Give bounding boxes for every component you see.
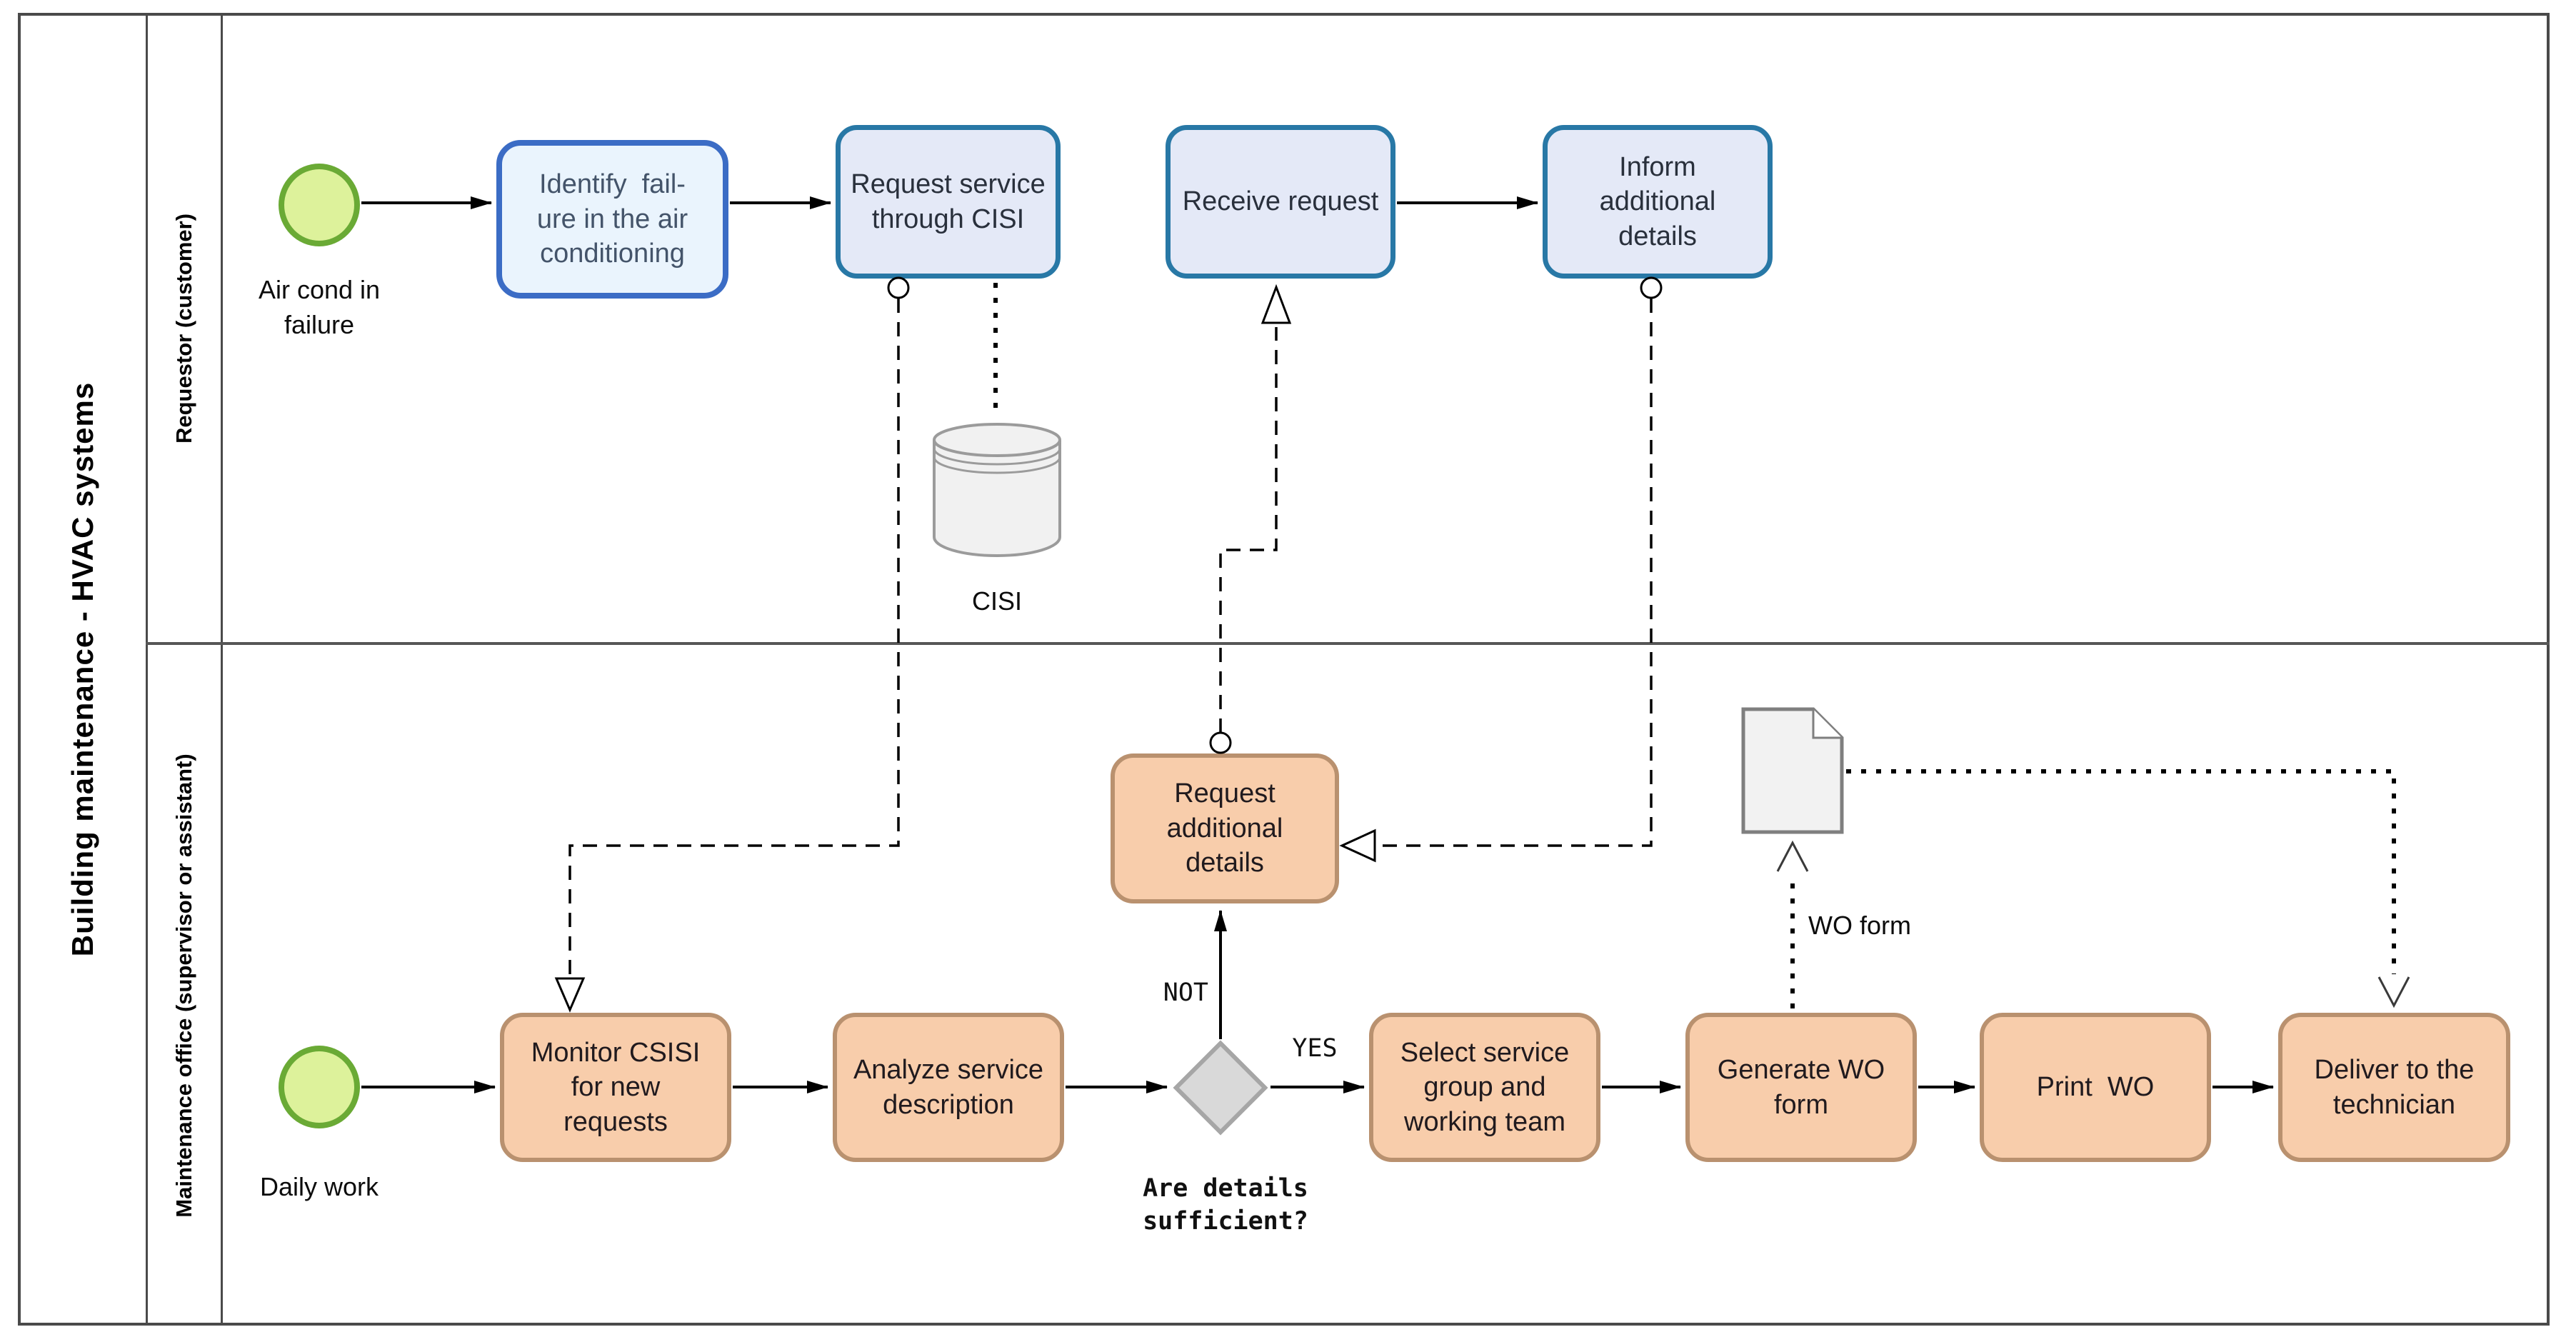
task-select-service-group[interactable]: Select service group and working team [1369, 1013, 1600, 1162]
lane-label-maintenance-office: Maintenance office (supervisor or assist… [171, 753, 196, 1218]
task-request-additional-details[interactable]: Request additional details [1111, 753, 1339, 903]
cylinder-icon [933, 423, 1061, 557]
document-wo-form-label: WO form [1808, 911, 1911, 940]
data-store-cisi[interactable] [931, 421, 1063, 560]
lane-label-divider [221, 13, 223, 1326]
task-deliver-to-technician[interactable]: Deliver to the technician [2278, 1013, 2510, 1162]
lane-divider [146, 642, 2550, 645]
flow-label-not: NOT [1163, 978, 1208, 1007]
pool-title-divider [146, 13, 148, 1326]
task-print-wo[interactable]: Print WO [1980, 1013, 2211, 1162]
document-icon [1741, 707, 1844, 834]
start-event-daily-work[interactable] [279, 1046, 360, 1128]
task-request-service[interactable]: Request service through CISI [836, 125, 1061, 279]
task-generate-wo-form[interactable]: Generate WO form [1685, 1013, 1917, 1162]
gateway-question-label: Are details sufficient? [1143, 1174, 1308, 1236]
pool-border [18, 13, 2550, 1326]
pool-title: Building maintenance - HVAC systems [66, 381, 99, 957]
flow-label-yes: YES [1292, 1034, 1338, 1063]
lane-label-requestor: Requestor (customer) [171, 213, 196, 444]
document-wo-form[interactable] [1741, 707, 1844, 834]
task-receive-request[interactable]: Receive request [1166, 125, 1395, 279]
task-analyze-service[interactable]: Analyze service description [833, 1013, 1064, 1162]
data-store-cisi-label: CISI [971, 586, 1022, 616]
start-event-air-cond-failure[interactable] [279, 164, 360, 246]
task-identify-failure[interactable]: Identify fail- ure in the air conditioni… [496, 140, 728, 299]
task-monitor-csisi[interactable]: Monitor CSISI for new requests [500, 1013, 731, 1162]
start-event-daily-work-label: Daily work [259, 1172, 379, 1201]
start-event-label: Air cond in failure [258, 275, 381, 339]
task-inform-additional-details[interactable]: Inform additional details [1543, 125, 1773, 279]
